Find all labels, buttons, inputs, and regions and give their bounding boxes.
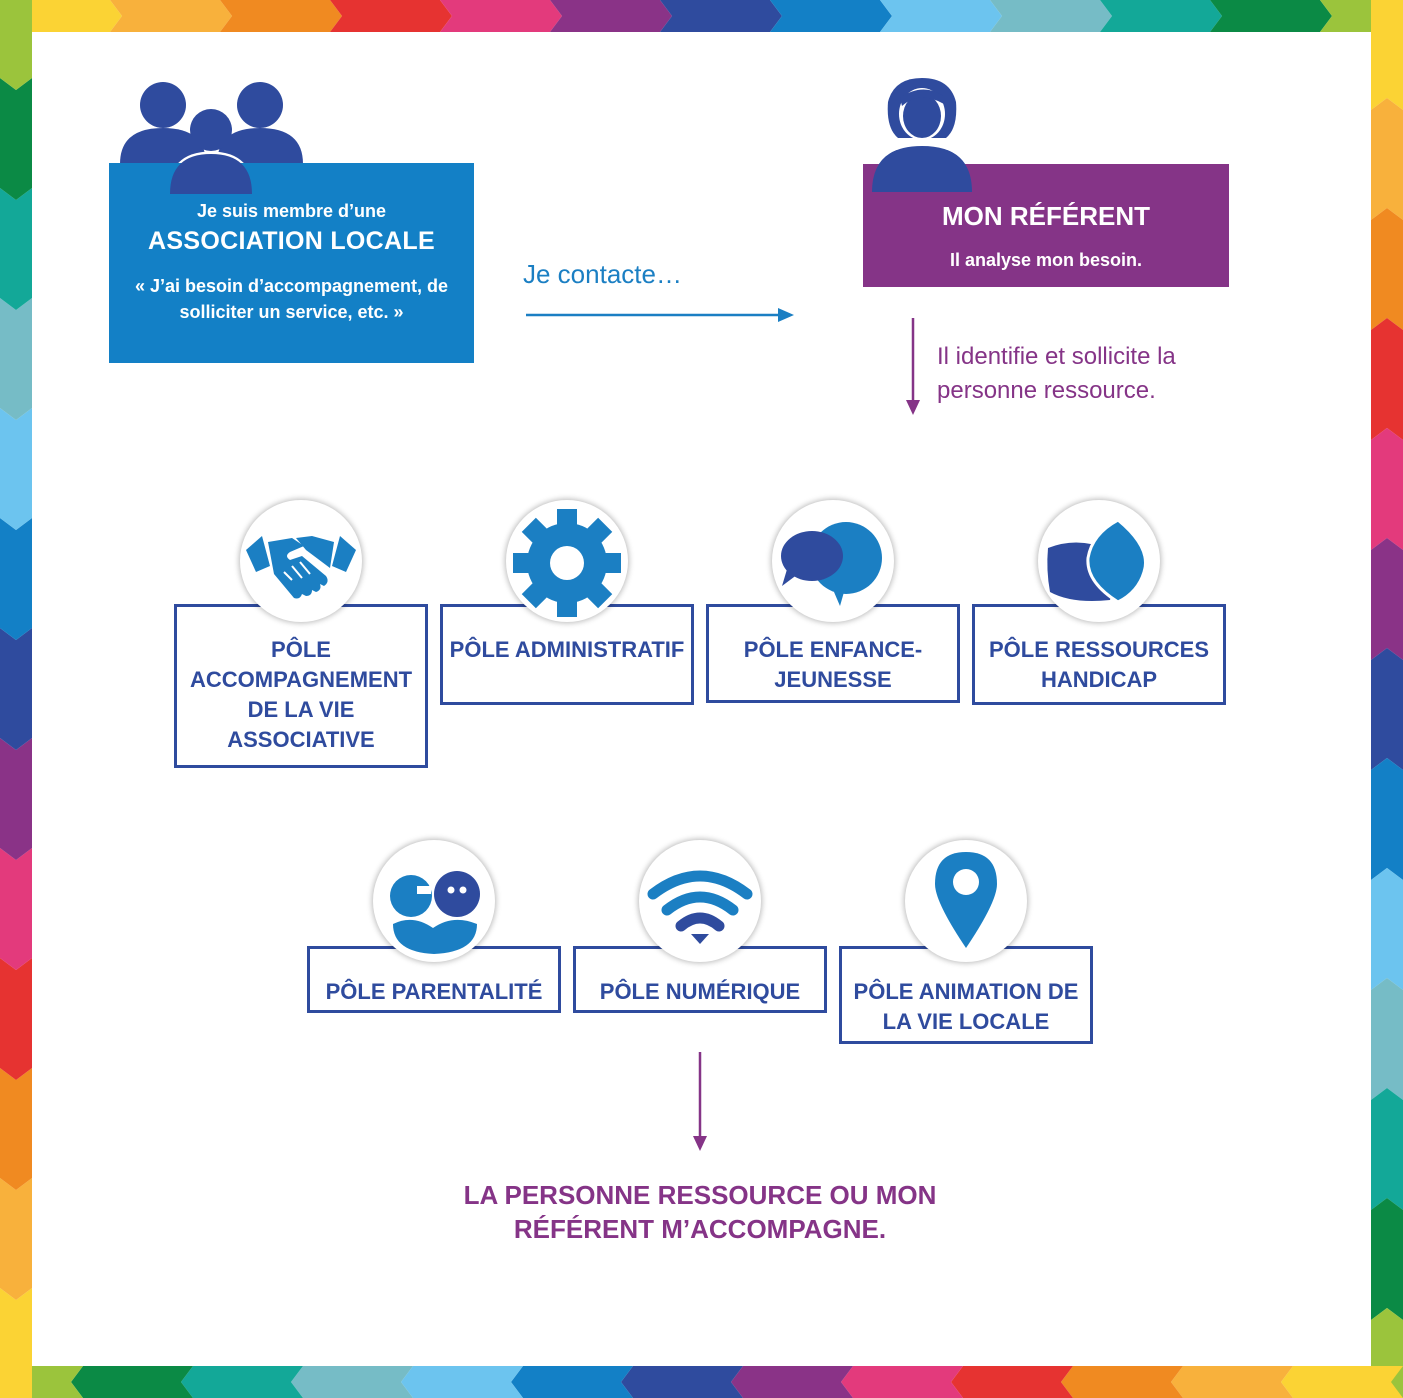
final-statement: LA PERSONNE RESSOURCE OU MON RÉFÉRENT M’… <box>463 1180 937 1244</box>
identify-text: Il identifie et sollicite la personne re… <box>937 343 1176 404</box>
woman-shoulders-icon <box>872 150 972 192</box>
pin-icon-circle <box>905 840 1027 962</box>
bubbles-icon-circle <box>772 500 894 622</box>
pole-enfance-label: PÔLE ENFANCE-JEUNESSE <box>743 637 923 692</box>
pole-handicap-label: PÔLE RESSOURCES HANDICAP <box>988 637 1210 692</box>
gear-icon-circle <box>506 500 628 622</box>
pole-accompagnement-label: PÔLE ACCOMPAGNEMENT DE LA VIE ASSOCIATIV… <box>189 637 413 752</box>
pole-accompagnement-box: PÔLE ACCOMPAGNEMENT DE LA VIE ASSOCIATIV… <box>174 604 428 768</box>
pole-parentalite-label: PÔLE PARENTALITÉ <box>325 979 543 1004</box>
association-box: Je suis membre d’une ASSOCIATION LOCALE … <box>109 163 474 363</box>
pole-animation-label: PÔLE ANIMATION DE LA VIE LOCALE <box>853 979 1079 1034</box>
faces-icon <box>390 871 480 954</box>
pole-animation-box: PÔLE ANIMATION DE LA VIE LOCALE <box>839 946 1093 1044</box>
faces-icon-circle <box>373 840 495 962</box>
referent-title: MON RÉFÉRENT <box>942 201 1150 231</box>
arrow-right-icon <box>526 308 794 322</box>
arrow-down-icon <box>906 318 920 415</box>
contact-label: Je contacte… <box>523 259 682 289</box>
wifi-icon <box>647 870 753 944</box>
association-intro: Je suis membre d’une <box>196 201 387 221</box>
gear-icon <box>513 509 621 617</box>
pole-enfance-box: PÔLE ENFANCE-JEUNESSE <box>706 604 960 703</box>
location-pin-icon <box>935 852 997 948</box>
leaves-icon <box>1047 518 1147 604</box>
person-front-icon <box>170 154 252 194</box>
wifi-icon-circle <box>639 840 761 962</box>
speech-bubbles-icon <box>781 522 882 606</box>
leaves-icon-circle <box>1038 500 1160 622</box>
pole-numerique-label: PÔLE NUMÉRIQUE <box>599 979 801 1004</box>
association-title: ASSOCIATION LOCALE <box>148 227 435 255</box>
handshake-icon <box>246 536 356 599</box>
pole-administratif-label: PÔLE ADMINISTRATIF <box>449 637 685 662</box>
association-quote: « J’ai besoin d’accompagnement, de solli… <box>134 276 449 322</box>
handshake-icon-circle <box>240 500 362 622</box>
arrow-down-final-icon <box>693 1052 707 1151</box>
referent-subtitle: Il analyse mon besoin. <box>949 250 1143 270</box>
